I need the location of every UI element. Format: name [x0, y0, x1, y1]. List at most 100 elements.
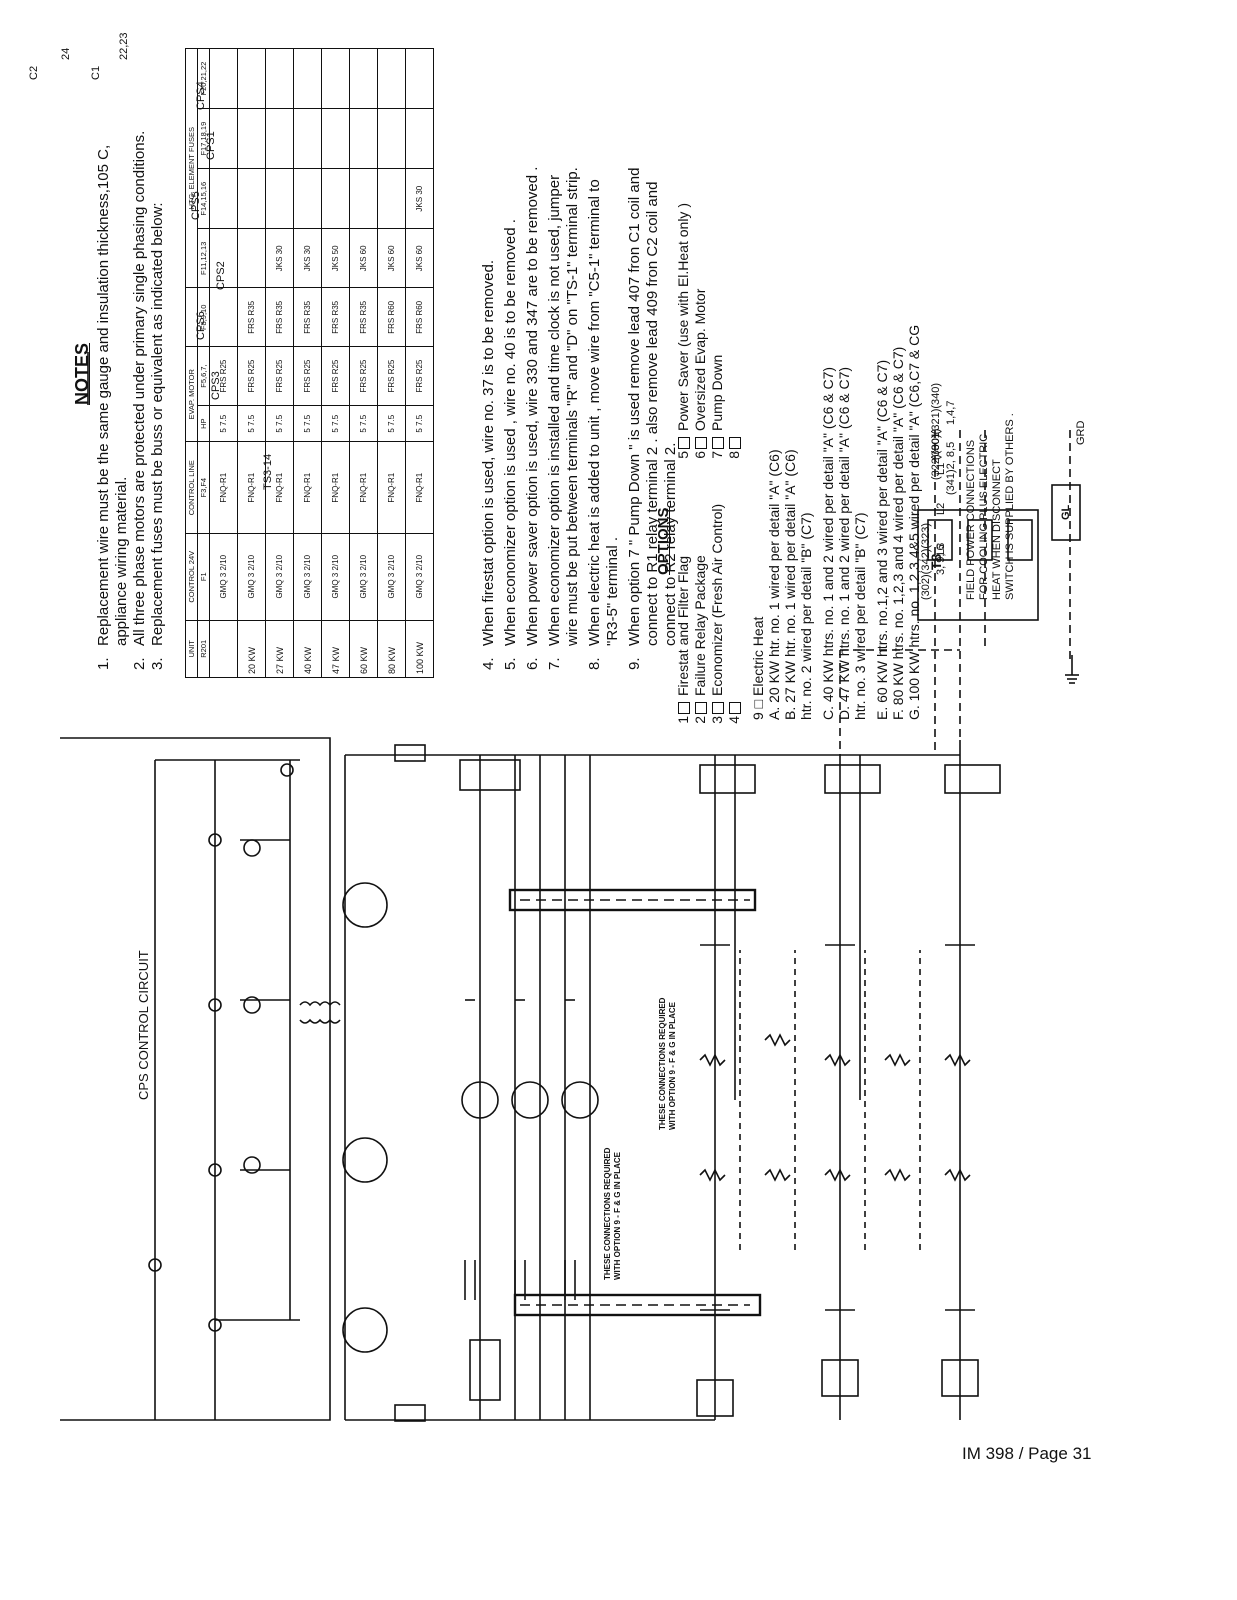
- checkbox-icon[interactable]: [729, 702, 742, 714]
- fuse-table-cell: GMQ 3 2/10: [237, 533, 266, 621]
- svg-text:THESE CONNECTIONS REQUIRED: THESE CONNECTIONS REQUIRED: [658, 997, 667, 1130]
- cps-label: 22,23: [118, 32, 130, 60]
- fuse-table-cell: FNQ-R1: [209, 441, 238, 534]
- fuse-table-cell: FRS R35: [293, 287, 322, 347]
- fuse-table-cell: GMQ 3 2/10: [377, 533, 406, 621]
- heat-line: B. 27 KW htr. no. 1 wired per detail "A"…: [782, 449, 798, 720]
- fuse-table-cell: [237, 108, 266, 169]
- fuse-sub-header: F5,6,7,: [197, 346, 210, 406]
- fuse-table-cell: [377, 108, 406, 169]
- fuse-table-cell: [237, 228, 266, 288]
- svg-text:WITH OPTION 9 - F & G IN PLACE: WITH OPTION 9 - F & G IN PLACE: [613, 1151, 622, 1280]
- fuse-table-cell: FRS R35: [237, 287, 266, 347]
- page-footer: IM 398 / Page 31: [962, 1444, 1092, 1463]
- cps-label: CPS4: [195, 81, 207, 110]
- note-item: 2.All three phase motors are protected u…: [131, 130, 148, 670]
- fuse-table-cell: FRS R25: [377, 346, 406, 406]
- checkbox-icon[interactable]: [695, 702, 708, 714]
- fuse-table-cell: 60 KW: [349, 620, 378, 678]
- fuse-table-cell: [209, 287, 238, 347]
- fuse-table-cell: JKS 60: [349, 228, 378, 288]
- cps-label: 24: [60, 47, 72, 60]
- fuse-table-cell: 27 KW: [265, 620, 294, 678]
- fuse-table-cell: [377, 48, 406, 109]
- fuse-table-cell: FRS R25: [293, 346, 322, 406]
- fuse-table-cell: GMQ 3 2/10: [265, 533, 294, 621]
- cps-label: CPS2: [215, 261, 227, 290]
- fuse-table-cell: FRS R25: [405, 346, 434, 406]
- note-item: 9.When option 7 " Pump Down " is used re…: [626, 167, 643, 670]
- note-item: wire must be put between terminals "R" a…: [564, 167, 581, 646]
- fuse-table-cell: JKS 30: [405, 168, 434, 229]
- terminal-label: L1: [935, 462, 947, 475]
- fuse-table-cell: FNQ-R1: [405, 441, 434, 534]
- fuse-table-cell: 5 7.5: [321, 405, 350, 442]
- tb-label: T8: [928, 553, 944, 570]
- fuse-table-cell: [265, 108, 294, 169]
- grd-label: GRD: [1075, 420, 1087, 445]
- fuse-group-header: CONTROL LINE: [185, 441, 198, 534]
- fuse-table-cell: 80 KW: [377, 620, 406, 678]
- fuse-table-cell: GMQ 3 2/10: [349, 533, 378, 621]
- fuse-table-cell: GMQ 3 2/10: [321, 533, 350, 621]
- options-title: OPTIONS: [655, 507, 672, 575]
- options-right: 5Power Saver (use with El.Heat only ) 6O…: [675, 203, 743, 465]
- wire-ref: (300)(321)(340): [930, 382, 942, 460]
- wire-ref: 1,4,7: [945, 400, 957, 425]
- fuse-table-cell: 5 7.5: [377, 405, 406, 442]
- note-item: 7.When economizer option is installed an…: [546, 174, 563, 670]
- fuse-table-cell: [405, 108, 434, 169]
- option-item: 5Power Saver (use with El.Heat only ): [675, 203, 691, 459]
- fuse-table-cell: [209, 168, 238, 229]
- cps-label: C1: [90, 65, 102, 80]
- fuse-group-header: CONTROL 24V: [185, 533, 198, 621]
- checkbox-icon[interactable]: [712, 702, 725, 714]
- fuse-table-cell: [405, 48, 434, 109]
- fuse-table-cell: FNQ-R1: [293, 441, 322, 534]
- fuse-table-cell: GMQ 3 2/10: [405, 533, 434, 621]
- checkbox-icon[interactable]: [695, 437, 708, 449]
- cps-label: C2: [28, 65, 40, 80]
- fuse-table-cell: [293, 168, 322, 229]
- checkbox-icon[interactable]: [712, 437, 725, 449]
- option-item: 8: [726, 203, 743, 465]
- fuse-table-cell: [237, 168, 266, 229]
- fuse-table-cell: 40 KW: [293, 620, 322, 678]
- fuse-table-cell: [209, 48, 238, 109]
- heat-line: htr. no. 2 wired per detail "B" (C7): [798, 512, 814, 720]
- fuse-table-cell: 5 7.5: [209, 405, 238, 442]
- fuse-table-cell: FRS R60: [377, 287, 406, 347]
- fuse-table-cell: FRS R35: [321, 287, 350, 347]
- option-item: 7Pump Down: [709, 354, 725, 459]
- fuse-table-cell: 5 7.5: [349, 405, 378, 442]
- gl-label: GL: [1060, 504, 1072, 520]
- fuse-table-cell: [265, 48, 294, 109]
- fuse-table-cell: [209, 620, 238, 678]
- fuse-table-cell: 5 7.5: [293, 405, 322, 442]
- heat-line: D. 47 KW htrs. no. 1 and 2 wired per det…: [836, 366, 852, 720]
- fuse-sub-header: F1: [197, 533, 210, 621]
- fuse-group-header: UNIT: [185, 620, 198, 678]
- fuse-table-cell: JKS 30: [265, 228, 294, 288]
- electric-heat-title: 9 □ Electric Heat: [750, 616, 766, 720]
- option-item: 3Economizer (Fresh Air Control): [709, 503, 725, 724]
- heat-line: htr. no. 3 wired per detail "B" (C7): [852, 512, 868, 720]
- checkbox-icon[interactable]: [729, 437, 742, 449]
- option-item: 6Oversized Evap. Motor: [692, 288, 708, 459]
- fuse-table-cell: [265, 168, 294, 229]
- checkbox-icon[interactable]: [678, 437, 691, 449]
- fuse-table-cell: FNQ-R1: [377, 441, 406, 534]
- fuse-table-cell: 5 7.5: [405, 405, 434, 442]
- fuse-table-cell: GMQ 3 2/10: [209, 533, 238, 621]
- note-item: 5.When economizer option is used , wire …: [502, 219, 519, 670]
- notes-list-top: 1.Replacement wire must be the same gaug…: [95, 131, 167, 670]
- checkbox-icon[interactable]: [678, 702, 691, 714]
- fuse-table-cell: FRS R60: [405, 287, 434, 347]
- cps-label: CPS3: [210, 371, 222, 400]
